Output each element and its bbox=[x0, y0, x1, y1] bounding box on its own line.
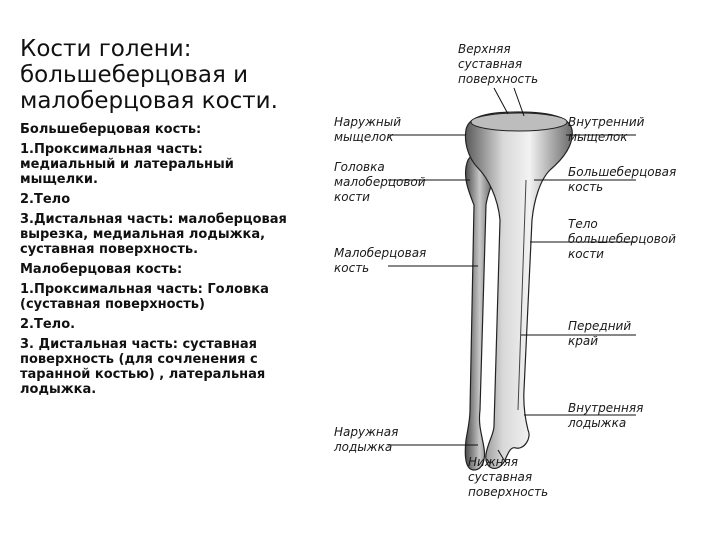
title-line: большеберцовая и bbox=[20, 62, 320, 88]
text-line: 1.Проксимальная часть: bbox=[20, 142, 320, 157]
label-fibula: Малоберцовая кость bbox=[334, 246, 430, 275]
text-line: вырезка, медиальная лодыжка, bbox=[20, 227, 320, 242]
text-line: 3.Дистальная часть: малоберцовая bbox=[20, 212, 320, 227]
label-upper-articular: Верхняя суставная поверхность bbox=[458, 42, 538, 86]
tibia-distal: 3.Дистальная часть: малоберцовая вырезка… bbox=[20, 212, 320, 257]
tibia-header: Большеберцовая кость: bbox=[20, 122, 320, 137]
label-anterior-border: Передний край bbox=[568, 319, 635, 348]
text-line: (суставная поверхность) bbox=[20, 297, 320, 312]
label-lateral-condyle: Наружный мыщелок bbox=[334, 115, 405, 144]
fibula-header: Малоберцовая кость: bbox=[20, 262, 320, 277]
tibia-body: 2.Тело bbox=[20, 192, 320, 207]
label-lateral-malleolus: Наружная лодыжка bbox=[333, 425, 402, 454]
leg-bones-illustration: Верхняя суставная поверхность Наружный м… bbox=[318, 30, 720, 510]
fibula-body: 2.Тело. bbox=[20, 317, 320, 332]
fibula-distal: 3. Дистальная часть: суставная поверхнос… bbox=[20, 337, 320, 397]
text-line: поверхность (для сочленения с bbox=[20, 352, 320, 367]
text-line: 3. Дистальная часть: суставная bbox=[20, 337, 320, 352]
leg-bones-figure: Верхняя суставная поверхность Наружный м… bbox=[318, 30, 720, 510]
upper-articular-surface bbox=[471, 113, 567, 131]
label-medial-condyle: Внутренний мыщелок bbox=[568, 115, 648, 144]
text-line: 1.Проксимальная часть: Головка bbox=[20, 282, 320, 297]
slide-title: Кости голени: большеберцовая и малоберцо… bbox=[20, 36, 320, 114]
slide-body-text: Большеберцовая кость: 1.Проксимальная ча… bbox=[20, 122, 320, 402]
text-line: медиальный и латеральный bbox=[20, 157, 320, 172]
label-tibia-body: Тело большеберцовой кости bbox=[568, 217, 680, 261]
text-line: таранной костью) , латеральная bbox=[20, 367, 320, 382]
text-line: лодыжка. bbox=[20, 382, 320, 397]
fibula-proximal: 1.Проксимальная часть: Головка (суставна… bbox=[20, 282, 320, 312]
text-line: мыщелки. bbox=[20, 172, 320, 187]
fibula-bone bbox=[465, 151, 494, 470]
title-line: малоберцовая кости. bbox=[20, 88, 320, 114]
tibia-proximal: 1.Проксимальная часть: медиальный и лате… bbox=[20, 142, 320, 187]
text-line: суставная поверхность. bbox=[20, 242, 320, 257]
title-line: Кости голени: bbox=[20, 36, 320, 62]
label-lower-articular: Нижняя суставная поверхность bbox=[468, 455, 548, 499]
label-fibula-head: Головка малоберцовой кости bbox=[334, 160, 429, 204]
